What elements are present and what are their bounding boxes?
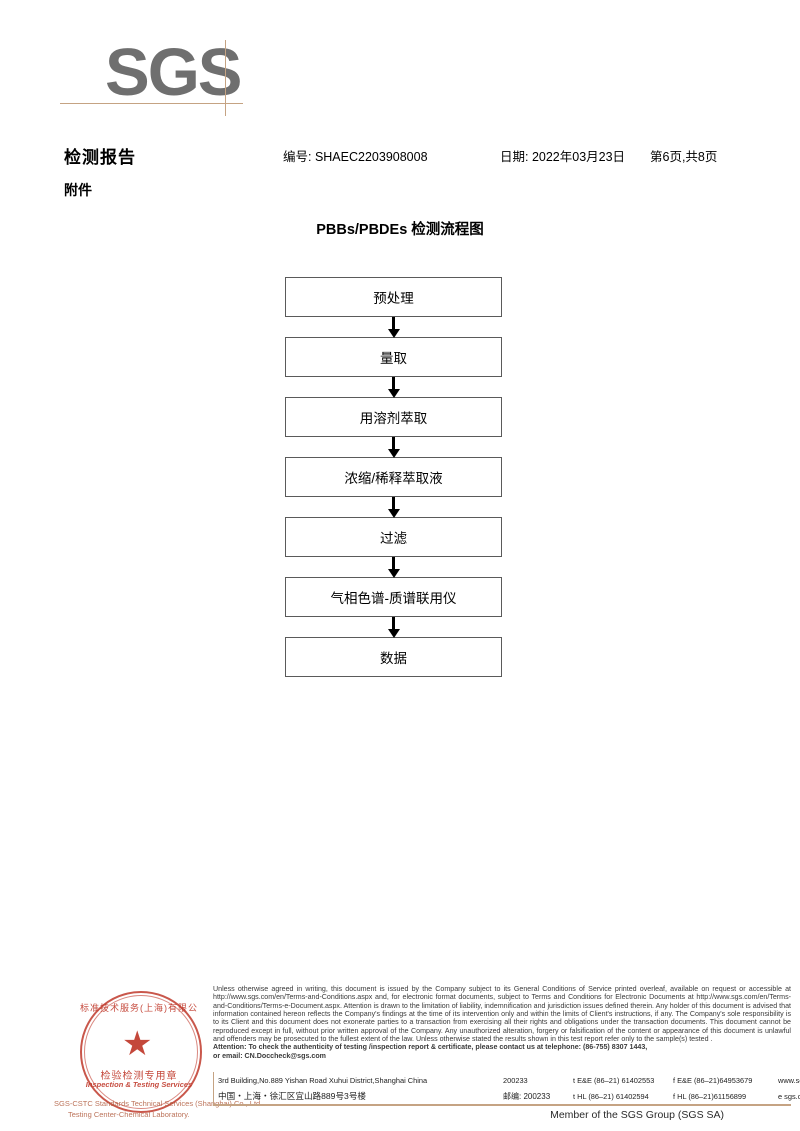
- seal-company-line-2: Testing Center-Chemical Laboratory.: [68, 1110, 190, 1119]
- flow-arrow-5: [285, 557, 502, 578]
- tel-ee: t E&E (86–21) 61402553: [573, 1076, 655, 1085]
- address-chinese: 中国・上海・徐汇区宜山路889号3号楼: [218, 1091, 367, 1101]
- attention-notice: Attention: To check the authenticity of …: [213, 1043, 791, 1060]
- attention-line-1: Attention: To check the authenticity of …: [213, 1043, 648, 1052]
- legal-disclaimer-block: Unless otherwise agreed in writing, this…: [213, 985, 791, 1060]
- address-contact-block: 3rd Building,No.889 Yishan Road Xuhui Di…: [213, 1072, 800, 1106]
- attention-line-2: or email: CN.Doccheck@sgs.com: [213, 1051, 326, 1060]
- flow-step-2: 量取: [285, 337, 502, 377]
- flow-step-6: 气相色谱-质谱联用仪: [285, 577, 502, 617]
- logo-vertical-rule: [225, 40, 226, 116]
- document-footer: 标准技术服务(上海)有限公 ★ 检验检测专用章 Inspection & Tes…: [0, 975, 800, 1131]
- page-title: 检测报告: [64, 148, 136, 167]
- address-vertical-rule: [213, 1072, 214, 1104]
- tel-hl: t HL (86–21) 61402594: [573, 1092, 649, 1101]
- legal-paragraph: Unless otherwise agreed in writing, this…: [213, 985, 791, 1044]
- flow-arrow-2: [285, 377, 502, 398]
- address-row-english: 3rd Building,No.889 Yishan Road Xuhui Di…: [218, 1074, 800, 1089]
- seal-top-text: 标准技术服务(上海)有限公: [80, 1003, 198, 1013]
- report-date: 日期: 2022年03月23日: [500, 150, 626, 164]
- flowchart-diagram: 预处理 量取 用溶剂萃取 浓缩/稀释萃取液 过滤 气相色谱-质谱联用仪 数据: [285, 277, 504, 677]
- address-horizontal-rule: [213, 1104, 791, 1106]
- report-number: 编号: SHAEC2203908008: [283, 150, 428, 164]
- website-url: www.sgsgroup.com.cn: [778, 1076, 800, 1085]
- logo-horizontal-rule: [60, 103, 243, 104]
- sgs-logo: SGS: [60, 35, 265, 116]
- star-icon: ★: [122, 1025, 153, 1063]
- flowchart-title: PBBs/PBDEs 检测流程图: [316, 222, 484, 238]
- address-english: 3rd Building,No.889 Yishan Road Xuhui Di…: [218, 1076, 428, 1085]
- flow-arrow-3: [285, 437, 502, 458]
- zip-chinese: 邮编: 200233: [503, 1092, 551, 1101]
- seal-middle-text: 检验检测专用章: [100, 1071, 178, 1082]
- page-subtitle: 附件: [64, 182, 92, 198]
- flow-arrow-6: [285, 617, 502, 638]
- logo-wordmark: SGS: [105, 35, 242, 110]
- flow-step-3: 用溶剂萃取: [285, 397, 502, 437]
- flow-step-5: 过滤: [285, 517, 502, 557]
- seal-company-line-1: SGS-CSTC Standards Technical Services (S…: [54, 1099, 263, 1108]
- fax-hl: f HL (86–21)61156899: [673, 1092, 747, 1101]
- zip-english: 200233: [503, 1076, 528, 1085]
- seal-english-text: Inspection & Testing Services: [85, 1080, 193, 1089]
- flow-step-1: 预处理: [285, 277, 502, 317]
- flow-step-7: 数据: [285, 637, 502, 677]
- sgs-group-member-line: Member of the SGS Group (SGS SA): [550, 1109, 724, 1121]
- address-row-chinese: 中国・上海・徐汇区宜山路889号3号楼 邮编: 200233 t HL (86–…: [218, 1089, 800, 1104]
- seal-outer-ring: [80, 991, 202, 1113]
- seal-inner-ring: [84, 995, 198, 1109]
- flow-step-4: 浓缩/稀释萃取液: [285, 457, 502, 497]
- page-indicator: 第6页,共8页: [650, 150, 718, 164]
- flow-arrow-4: [285, 497, 502, 518]
- fax-ee: f E&E (86–21)64953679: [673, 1076, 753, 1085]
- email-address: e sgs.china@sgs.com: [778, 1092, 800, 1101]
- company-seal-stamp: 标准技术服务(上海)有限公 ★ 检验检测专用章 Inspection & Tes…: [54, 983, 262, 1123]
- document-header: 检测报告 编号: SHAEC2203908008 日期: 2022年03月23日…: [0, 143, 800, 169]
- flow-arrow-1: [285, 317, 502, 338]
